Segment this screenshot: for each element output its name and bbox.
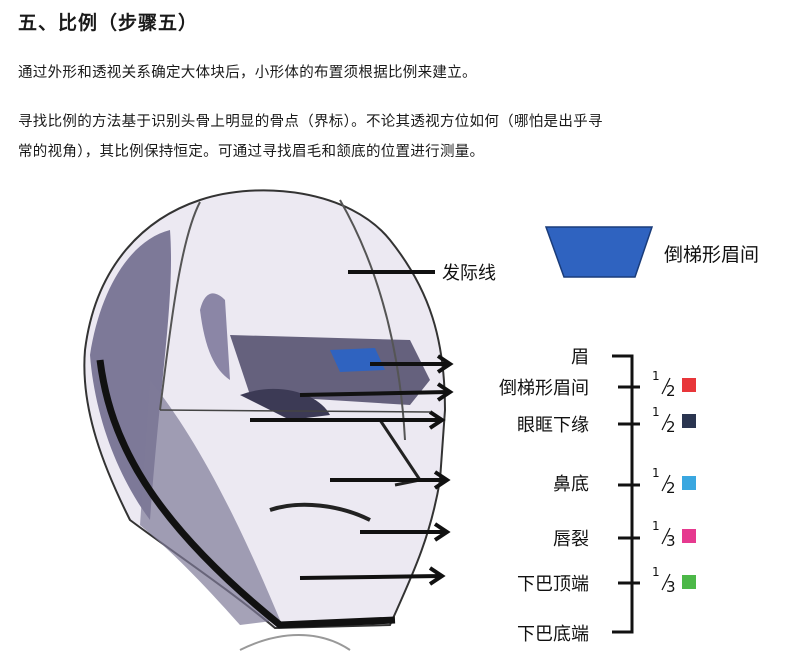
ratio-numerator: 1 bbox=[652, 466, 660, 480]
paragraph-2: 寻找比例的方法基于识别头骨上明显的骨点（界标）。不论其透视方位如何（哪怕是出乎寻… bbox=[18, 107, 778, 167]
label-lip-split: 唇裂 bbox=[553, 529, 589, 550]
ratio-1: 1 2 bbox=[652, 369, 696, 400]
trapezoid-legend-icon bbox=[544, 226, 654, 278]
paragraph-2-line-2: 常的视角），其比例保持恒定。可通过寻找眉毛和颔底的位置进行测量。 bbox=[18, 144, 485, 160]
sketch-line bbox=[159, 201, 201, 411]
jaw-shadow bbox=[140, 380, 280, 625]
sketch-line bbox=[339, 199, 406, 441]
hairline-label: 发际线 bbox=[442, 263, 496, 284]
ratio-denominator: 3 bbox=[666, 532, 676, 550]
ratio-numerator: 1 bbox=[652, 405, 660, 419]
ratio-color-swatch bbox=[682, 529, 696, 543]
fraction-slash bbox=[661, 413, 671, 431]
fraction-slash bbox=[661, 377, 671, 395]
fraction-slash bbox=[661, 527, 671, 545]
ratio-color-swatch bbox=[682, 575, 696, 589]
ratio-color-swatch bbox=[682, 414, 696, 428]
ratio-denominator: 2 bbox=[666, 418, 676, 436]
ratio-numerator: 1 bbox=[652, 369, 660, 383]
ratio-3: 1 2 bbox=[652, 466, 696, 497]
jaw-line bbox=[96, 359, 396, 629]
arrow-orbit bbox=[250, 410, 446, 430]
ratio-5: 1 3 bbox=[652, 565, 696, 596]
ratio-2: 1 2 bbox=[652, 405, 696, 436]
ratio-list: 1 2 1 2 1 2 1 3 1 3 bbox=[652, 369, 696, 596]
ratio-numerator: 1 bbox=[652, 565, 660, 579]
ear-shadow bbox=[200, 293, 230, 380]
scale-ticks bbox=[618, 385, 640, 585]
label-brow: 眉 bbox=[571, 347, 589, 368]
ratio-denominator: 3 bbox=[666, 578, 676, 596]
arrow-nose bbox=[330, 470, 451, 490]
label-chin-bottom: 下巴底端 bbox=[517, 624, 589, 645]
ratio-color-swatch bbox=[682, 378, 696, 392]
sketch-line bbox=[159, 409, 431, 413]
head-proportion-figure: 发际线 倒梯形眉间 眉 倒梯形眉间 眼眶下缘 鼻底 唇裂 下巴顶端 下巴底端 1… bbox=[83, 189, 759, 651]
ratio-denominator: 2 bbox=[666, 479, 676, 497]
ratio-numerator: 1 bbox=[652, 519, 660, 533]
paragraph-1: 通过外形和透视关系确定大体块后，小形体的布置须根据比例来建立。 bbox=[18, 65, 477, 81]
paragraph-2-line-1: 寻找比例的方法基于识别头骨上明显的骨点（界标）。不论其透视方位如何（哪怕是出乎寻 bbox=[18, 114, 603, 130]
neck-sketch bbox=[239, 634, 351, 651]
mouth-line bbox=[269, 502, 371, 522]
label-nose-base: 鼻底 bbox=[553, 474, 589, 495]
ratio-color-swatch bbox=[682, 476, 696, 490]
proportion-scale bbox=[612, 354, 640, 634]
fraction-slash bbox=[661, 573, 671, 591]
label-chin-top: 下巴顶端 bbox=[517, 574, 589, 595]
level-arrows bbox=[250, 354, 454, 586]
legend-label: 倒梯形眉间 bbox=[664, 244, 759, 266]
ratio-4: 1 3 bbox=[652, 519, 696, 550]
arrow-glabella bbox=[299, 382, 454, 402]
arrow-chin-top bbox=[299, 566, 446, 586]
landmark-labels: 眉 倒梯形眉间 眼眶下缘 鼻底 唇裂 下巴顶端 下巴底端 bbox=[499, 347, 589, 645]
fraction-slash bbox=[661, 474, 671, 492]
section-title: 五、比例（步骤五） bbox=[18, 12, 199, 34]
label-orbit-rim: 眼眶下缘 bbox=[517, 415, 589, 436]
brow-mass bbox=[230, 335, 430, 405]
scale-bar bbox=[612, 354, 634, 634]
ratio-denominator: 2 bbox=[666, 382, 676, 400]
arrow-brow bbox=[370, 354, 454, 374]
label-glabella: 倒梯形眉间 bbox=[499, 378, 589, 399]
arrow-lip bbox=[360, 522, 451, 542]
